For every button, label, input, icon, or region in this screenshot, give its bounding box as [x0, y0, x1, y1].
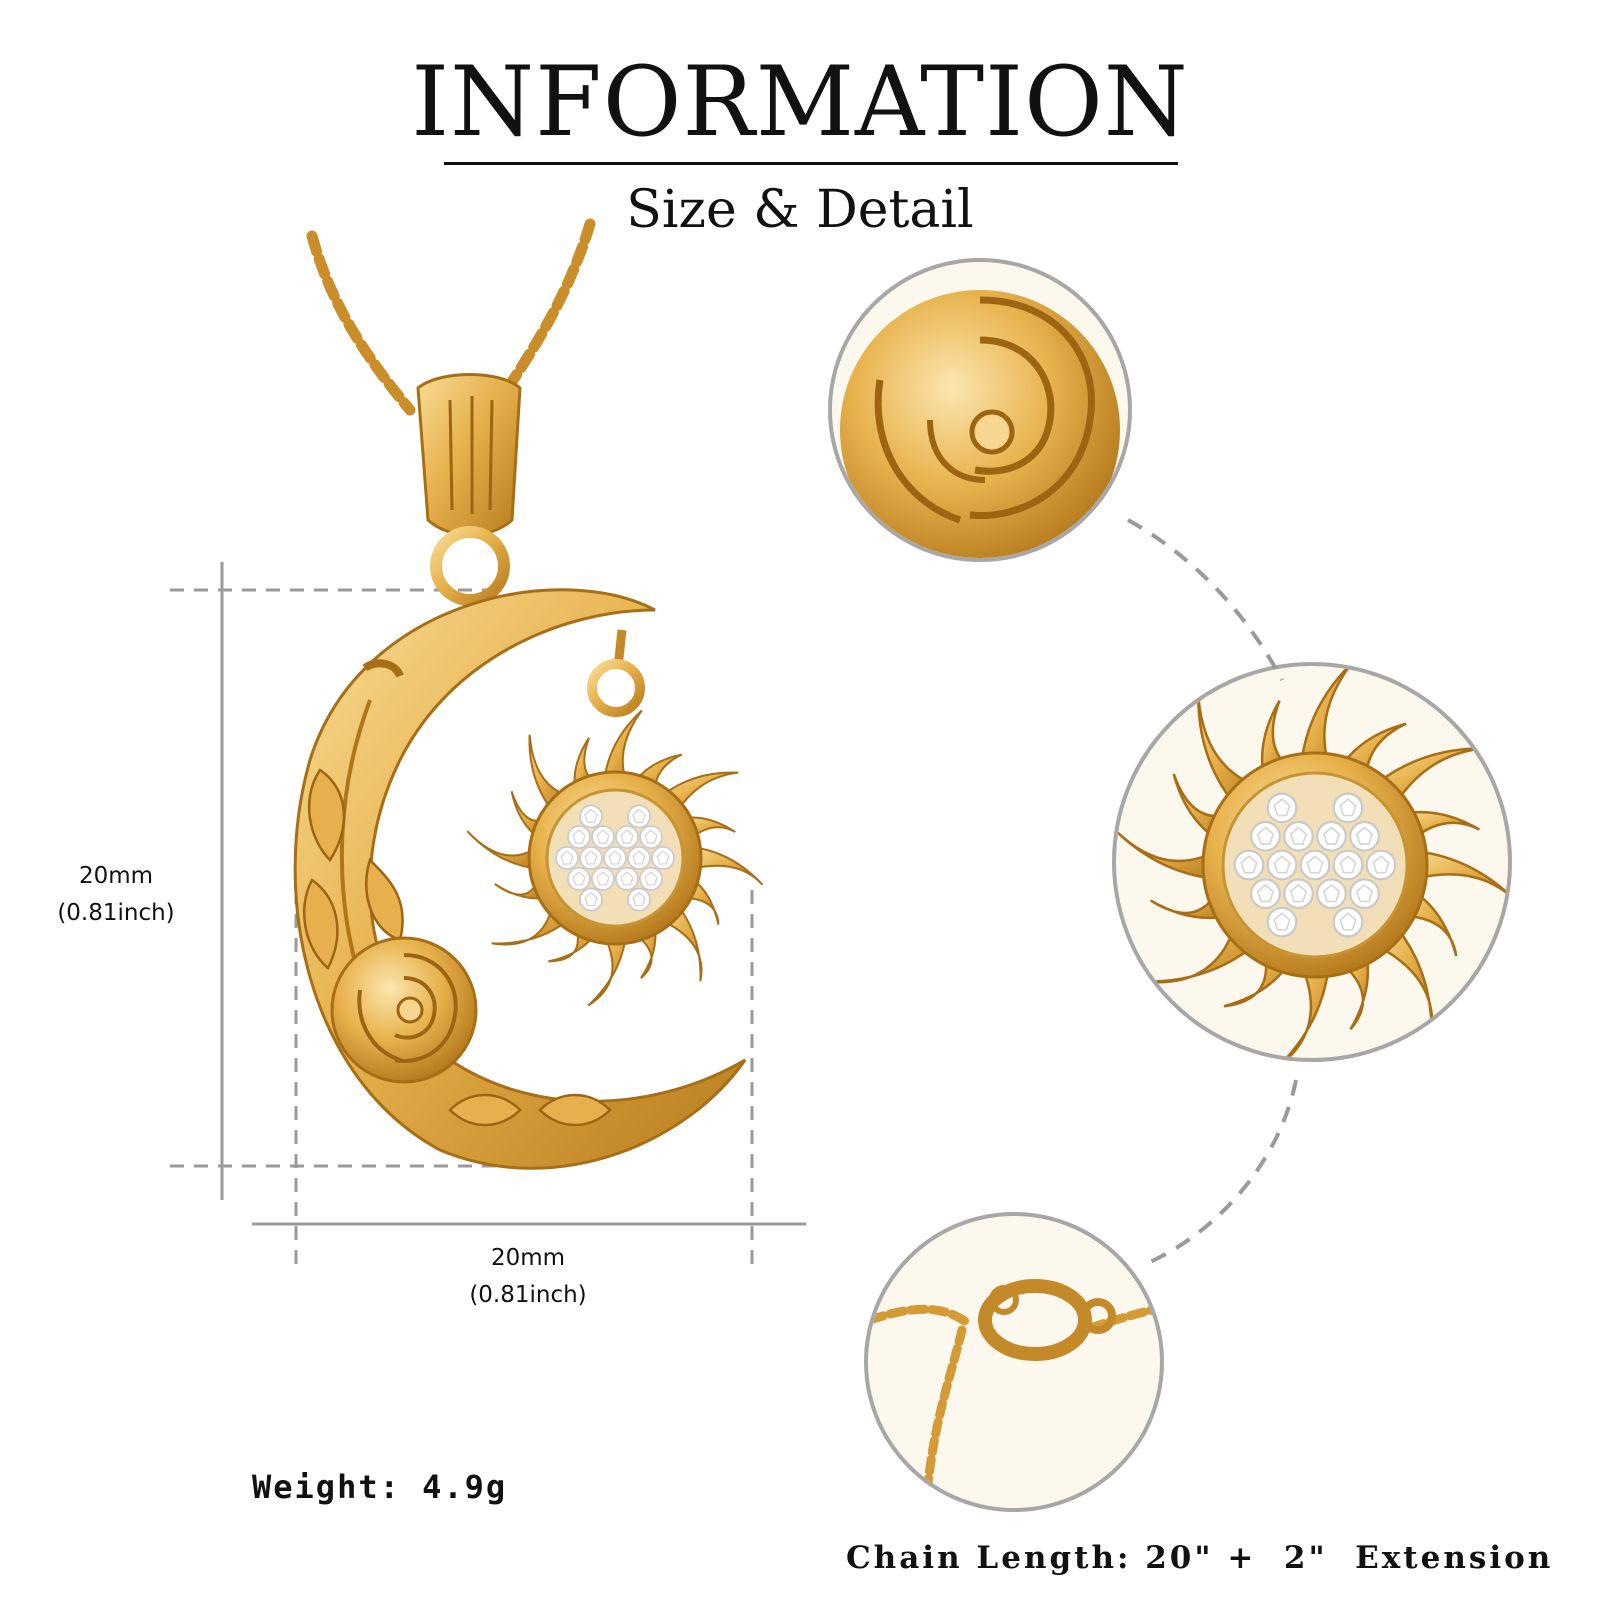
sun-charm: [466, 629, 764, 1007]
sun-ray: [632, 923, 657, 979]
sun-ray: [602, 709, 643, 782]
crystal-stone: [1266, 906, 1298, 938]
crystal-stone: [567, 866, 591, 891]
sun-ray: [1412, 849, 1508, 903]
crystal-stone: [603, 846, 627, 870]
detail-connectors: [1127, 518, 1298, 1264]
crystal-stone: [651, 846, 675, 870]
crystal-stone: [1266, 792, 1298, 824]
sun-ray: [466, 830, 539, 871]
crystal-stone: [1283, 820, 1314, 852]
dimension-guides: [170, 562, 806, 1270]
crystal-stone: [627, 846, 651, 870]
sun-ray: [1337, 949, 1370, 1031]
crystal-stone: [1332, 906, 1364, 938]
crystal-stone: [1316, 820, 1347, 852]
crystal-stone: [1349, 820, 1380, 852]
crystal-stone: [591, 866, 615, 891]
chain-illustration: [306, 218, 596, 416]
height-mm: 20mm: [78, 863, 154, 889]
sun-ray: [1277, 962, 1331, 1058]
rose-detail-view: [828, 258, 1132, 562]
crystal-stone: [567, 825, 591, 850]
crystal-stone: [1316, 878, 1347, 910]
crystal-stone: [1233, 849, 1265, 881]
sun-ray: [587, 934, 628, 1007]
crystal-stone: [591, 825, 615, 850]
height-inch: (0.81inch): [57, 899, 175, 926]
width-inch: (0.81inch): [469, 1281, 587, 1308]
sun-ray: [1150, 887, 1231, 920]
crystal-stone: [1332, 849, 1364, 881]
sun-detail-view: [1112, 662, 1512, 1062]
crystal-stone: [1365, 849, 1397, 881]
chain-length-spec: Chain Length: 20" + 2" Extension: [846, 1540, 1554, 1576]
sun-ray: [1299, 666, 1353, 768]
crystal-stone: [1283, 878, 1314, 910]
page-subtitle: Size & Detail: [626, 180, 974, 240]
rose-charm: [330, 936, 478, 1084]
sun-ray: [491, 902, 570, 946]
crystal-stone: [627, 804, 651, 829]
crystal-stone: [639, 866, 663, 891]
pendant-bail: [416, 373, 522, 606]
sun-ray: [691, 845, 764, 886]
crystal-stone: [1332, 792, 1364, 824]
crystal-stone: [1266, 849, 1298, 881]
crystal-stone: [627, 887, 651, 912]
crystal-stone: [579, 846, 603, 870]
clasp-detail-view: [864, 1212, 1164, 1512]
crystal-stone: [1250, 820, 1281, 852]
crystal-stone: [1349, 878, 1380, 910]
page-title: INFORMATION: [411, 46, 1189, 158]
sun-ray: [1116, 827, 1218, 881]
weight-spec: Weight: 4.9g: [252, 1468, 508, 1506]
crystal-stone: [639, 825, 663, 850]
crystal-stone: [1299, 849, 1331, 881]
crystal-stone: [1250, 878, 1281, 910]
width-mm: 20mm: [490, 1245, 566, 1271]
crystal-stone: [579, 804, 603, 829]
width-dimension-label: 20mm (0.81inch): [438, 1240, 618, 1314]
title-underline: [444, 162, 1178, 165]
crystal-stone: [555, 846, 579, 870]
height-dimension-label: 20mm (0.81inch): [36, 858, 196, 932]
crystal-stone: [579, 887, 603, 912]
crystal-stone: [615, 866, 639, 891]
crystal-stone: [615, 825, 639, 850]
